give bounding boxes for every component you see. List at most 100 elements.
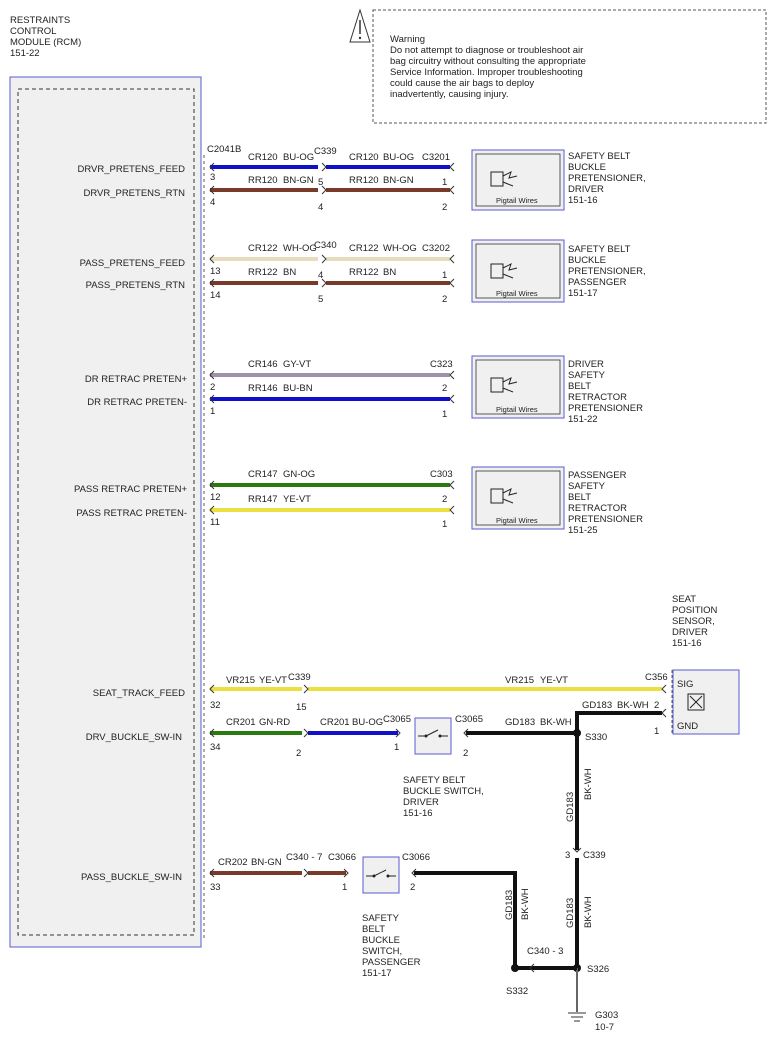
pin-label-drvr-pretens-rtn: DRVR_PRETENS_RTN <box>83 188 185 199</box>
wire-circuit-label: GD183 <box>565 792 576 822</box>
connector-c303: C303 <box>430 469 453 480</box>
pin-number: 13 <box>210 266 221 277</box>
wire-color-label: BN-GN <box>251 857 282 868</box>
connector-c2041b: C2041B <box>207 144 241 155</box>
wire-circuit-label: GD183 <box>565 898 576 928</box>
ground-id: G303 <box>595 1010 618 1021</box>
pin-number: 15 <box>296 702 307 713</box>
device-label: SEAT <box>672 594 696 605</box>
pin-number: 14 <box>210 290 221 301</box>
device-label: SWITCH, <box>362 946 402 957</box>
squib-icon <box>490 171 518 187</box>
wire-circuit-label: GD183 <box>582 700 612 711</box>
device-label: SAFETY BELT <box>568 151 631 162</box>
device-label: BUCKLE <box>568 162 606 173</box>
splice-label-s332: S332 <box>506 986 528 997</box>
connector-c356: C356 <box>645 672 668 683</box>
connector-c3066-out: C3066 <box>402 852 430 863</box>
pin-number: 32 <box>210 700 221 711</box>
connector-c339-ground: C339 <box>583 850 606 861</box>
pin-number: 1 <box>442 177 447 188</box>
wire-circuit-label: CR202 <box>218 857 248 868</box>
sig-label: SIG <box>677 679 693 690</box>
device-label: PASSENGER <box>568 470 627 481</box>
connector-c340: C340 <box>314 240 337 251</box>
wire-color-label: BU-OG <box>383 152 414 163</box>
rcm-label-2: CONTROL <box>10 26 56 37</box>
pin-label-pass-retrac-preten-plus: PASS RETRAC PRETEN+ <box>74 484 188 495</box>
device-label: 151-16 <box>403 808 433 819</box>
pin-number: 3 <box>565 850 570 861</box>
wire-circuit-label: CR147 <box>248 469 278 480</box>
connector-c3201: C3201 <box>422 152 450 163</box>
device-label: 151-22 <box>568 414 598 425</box>
pin-label-drv-buckle-sw-in: DRV_BUCKLE_SW-IN <box>86 732 182 743</box>
pin-number: 2 <box>210 382 215 393</box>
pin-number: 2 <box>442 494 447 505</box>
wire-gd183-sensor <box>575 711 662 733</box>
splice-label-s330: S330 <box>585 732 607 743</box>
splice-label-s326: S326 <box>587 964 609 975</box>
pin-label-pass-pretens-rtn: PASS_PRETENS_RTN <box>86 280 186 291</box>
pin-number: 3 <box>210 172 215 183</box>
wire-circuit-label: CR146 <box>248 359 278 370</box>
device-label: DRIVER <box>403 797 439 808</box>
wire-color-label: BN <box>383 267 396 278</box>
device-label: BUCKLE <box>568 255 606 266</box>
pin-number: 2 <box>442 294 447 305</box>
buckle-switch-passenger-box <box>362 856 400 894</box>
rcm-module-box <box>9 76 202 948</box>
wire-color-label: GN-RD <box>259 717 290 728</box>
device-label: RETRACTOR <box>568 503 627 514</box>
wire-color-label: BK-WH <box>520 888 531 920</box>
wire-color-label: YE-VT <box>259 675 287 686</box>
pin-label-drvr-pretens-feed: DRVR_PRETENS_FEED <box>77 164 185 175</box>
wire-gd183-passenger <box>414 871 517 968</box>
pin-number: 1 <box>442 409 447 420</box>
device-label: SAFETY <box>362 913 400 924</box>
pin-label-seat-track-feed: SEAT_TRACK_FEED <box>93 688 185 699</box>
pin-label-pass-buckle-sw-in: PASS_BUCKLE_SW-IN <box>81 872 182 883</box>
wire-color-label: BN <box>283 267 296 278</box>
rcm-module-inner <box>17 88 195 936</box>
wire-color-label: BK-WH <box>583 896 594 928</box>
pin-number: 1 <box>394 742 399 753</box>
wire-color-label: BN-GN <box>283 175 314 186</box>
device-label: DRIVER <box>568 184 604 195</box>
pin-number: 33 <box>210 882 221 893</box>
device-label: SENSOR, <box>672 616 715 627</box>
pigtail-label: Pigtail Wires <box>496 516 538 525</box>
device-label: SAFETY BELT <box>568 244 631 255</box>
pin-number: 1 <box>442 519 447 530</box>
wire-color-label: BU-OG <box>283 152 314 163</box>
connector-c340-3: C340 - 3 <box>527 946 563 957</box>
pin-number: 2 <box>654 700 659 711</box>
pin-number: 4 <box>210 197 215 208</box>
pretensioner-passenger-box <box>471 239 565 303</box>
wire-circuit-label: CR201 <box>320 717 350 728</box>
pin-number: 2 <box>410 882 415 893</box>
warning-icon <box>349 8 371 43</box>
pretensioner-driver-inner <box>475 153 561 207</box>
wire-color-label: BU-OG <box>352 717 383 728</box>
device-label: BELT <box>362 924 385 935</box>
pin-label-dr-retrac-preten-minus: DR RETRAC PRETEN- <box>87 397 187 408</box>
device-label: PRETENSIONER <box>568 514 643 525</box>
wire-color-label: BK-WH <box>583 768 594 800</box>
pin-number: 4 <box>318 202 323 213</box>
pigtail-label: Pigtail Wires <box>496 289 538 298</box>
retractor-passenger-inner <box>475 470 561 526</box>
wire-color-label: WH-OG <box>283 243 317 254</box>
wire-circuit-label: VR215 <box>505 675 534 686</box>
device-label: 151-17 <box>362 968 392 979</box>
pretensioner-passenger-inner <box>475 243 561 299</box>
connector-c3066-in: C3066 <box>328 852 356 863</box>
seat-sensor-box <box>672 669 740 735</box>
squib-icon <box>490 377 518 393</box>
pin-number: 5 <box>318 294 323 305</box>
device-label: 151-16 <box>568 195 598 206</box>
connector-c3202: C3202 <box>422 243 450 254</box>
device-label: BUCKLE <box>362 935 400 946</box>
wire-color-label: YE-VT <box>540 675 568 686</box>
